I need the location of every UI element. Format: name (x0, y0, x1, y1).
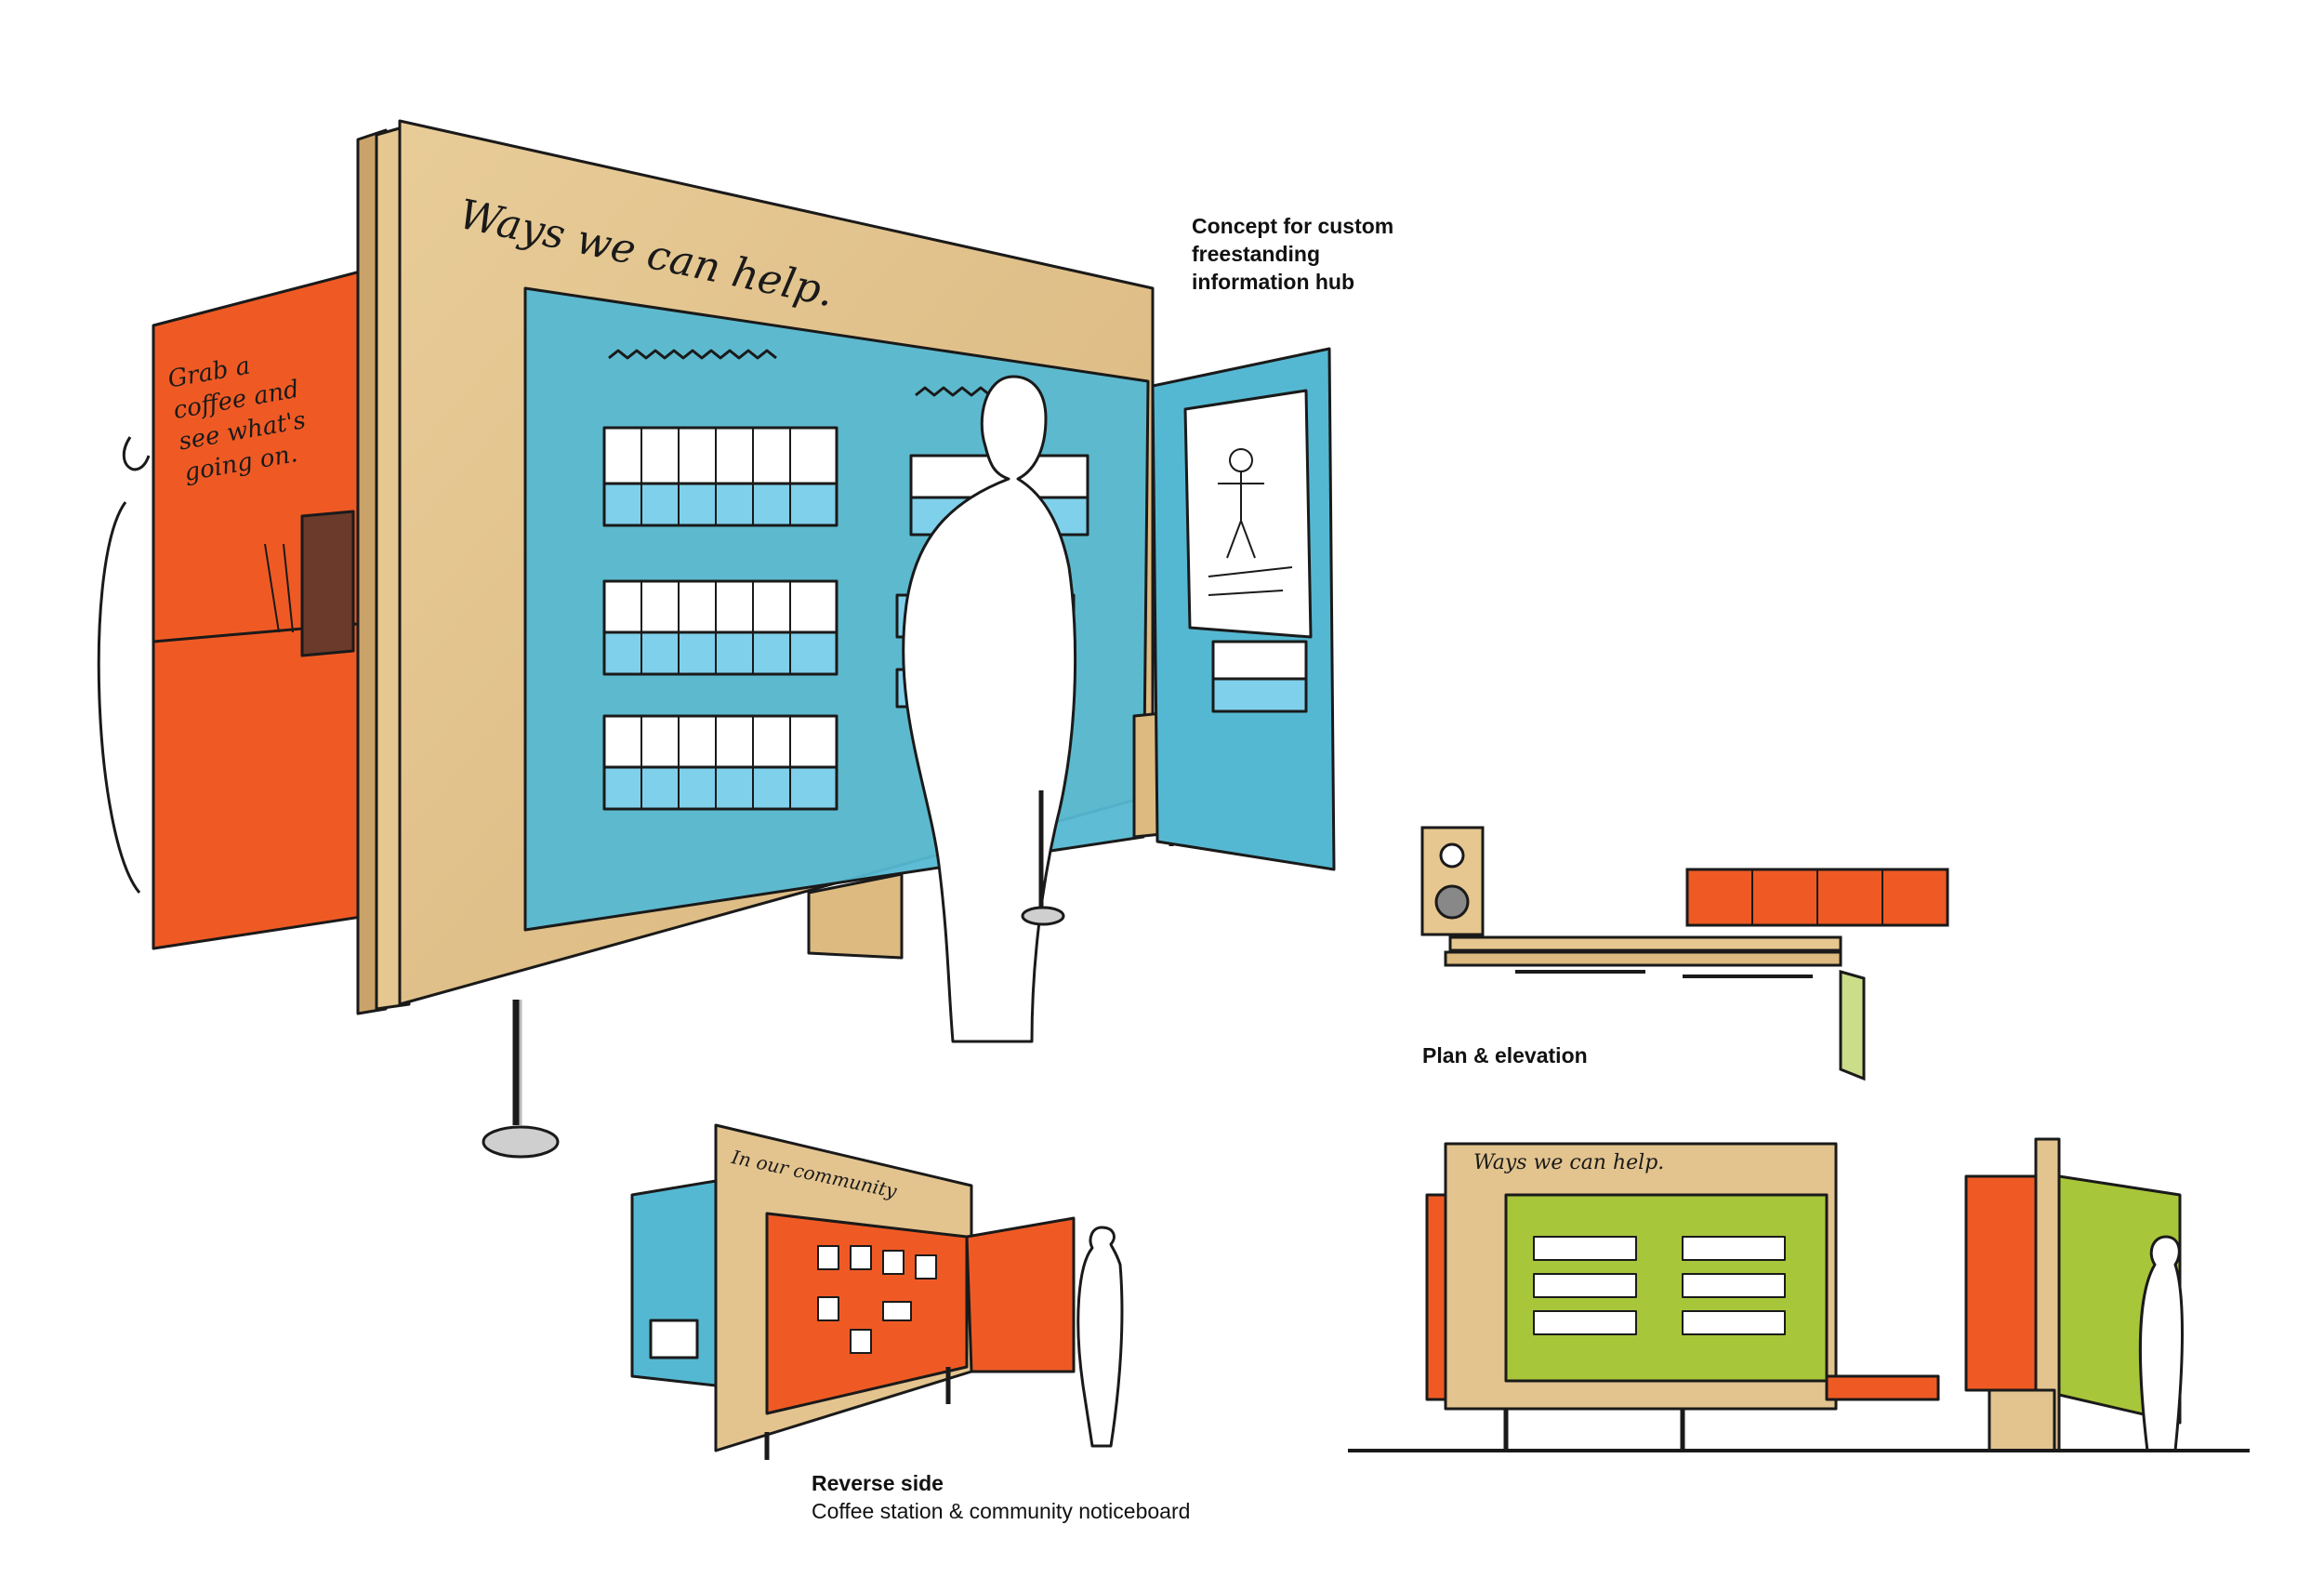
concept-caption-line-1: Concept for custom (1192, 214, 1394, 238)
plan-caption-text: Plan & elevation (1422, 1043, 1588, 1067)
elevation-board-header: Ways we can help. (1473, 1151, 1665, 1174)
reverse-caption: Reverse side Coffee station & community … (812, 1469, 1190, 1525)
coffee-machine-icon (300, 510, 355, 657)
concept-caption: Concept for custom freestanding informat… (1192, 212, 1393, 296)
concept-caption-line-2: freestanding (1192, 242, 1321, 266)
coffee-note: Grab a coffee and see what's going on. (165, 342, 313, 489)
reverse-caption-subtitle: Coffee station & community noticeboard (812, 1499, 1191, 1523)
main-perspective-sketch (97, 119, 1336, 1159)
concept-caption-line-3: information hub (1192, 270, 1355, 294)
small-person-silhouette (1076, 1226, 1124, 1448)
person-silhouette (902, 375, 1077, 1043)
plan-view (1420, 826, 1949, 1081)
reverse-caption-title: Reverse side (812, 1471, 944, 1495)
brochure-rack-left (602, 426, 838, 811)
plan-caption: Plan & elevation (1422, 1041, 1588, 1069)
front-elevation (1348, 1137, 2250, 1452)
reverse-side-sketch (630, 1123, 1124, 1460)
